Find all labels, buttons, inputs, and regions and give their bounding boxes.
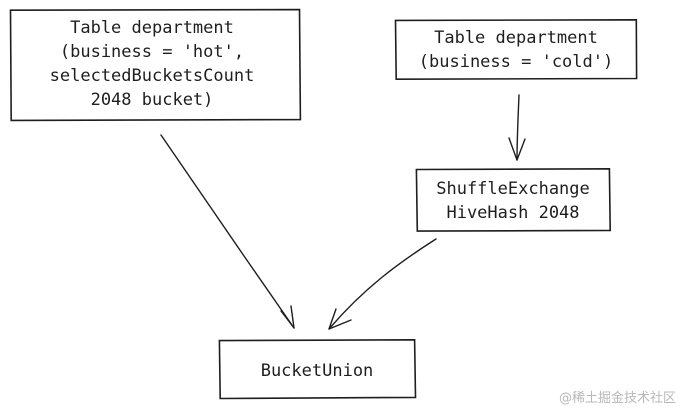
edge-hot-table-to-union-line [160,134,295,329]
watermark: @稀土掘金技术社区 [559,390,676,406]
edge-shuffle-to-union [328,238,437,330]
arrowhead-icon [508,137,526,161]
node-shuffle-exchange-line-1: ShuffleExchange [436,179,590,199]
node-hot-table-line-1: Table department [70,18,234,38]
node-hot-table-line-4: 2048 bucket) [91,90,214,110]
node-cold-table-line-1: Table department [434,28,598,48]
arrowhead-icon [280,305,295,329]
node-shuffle-exchange-box [415,167,612,232]
node-bucket-union-box [218,338,417,400]
edge-hot-table-to-union [160,134,295,329]
node-shuffle-exchange-line-2: HiveHash 2048 [446,203,579,223]
node-cold-table: Table department (business = 'cold') [394,18,638,81]
arrowhead-icon [328,308,352,330]
edge-shuffle-to-union-line [328,238,437,330]
node-cold-table-line-2: (business = 'cold') [419,52,613,72]
node-hot-table-line-2: (business = 'hot', [60,42,244,62]
edge-cold-table-to-shuffle [508,94,526,161]
node-cold-table-box [394,18,638,81]
node-hot-table-box [9,8,302,122]
node-hot-table-line-3: selectedBucketsCount [50,66,255,86]
node-bucket-union: BucketUnion [218,338,417,400]
node-hot-table: Table department (business = 'hot', sele… [9,8,302,122]
node-shuffle-exchange: ShuffleExchange HiveHash 2048 [415,167,612,232]
node-bucket-union-line-1: BucketUnion [261,361,374,381]
edge-cold-table-to-shuffle-line [516,94,520,161]
